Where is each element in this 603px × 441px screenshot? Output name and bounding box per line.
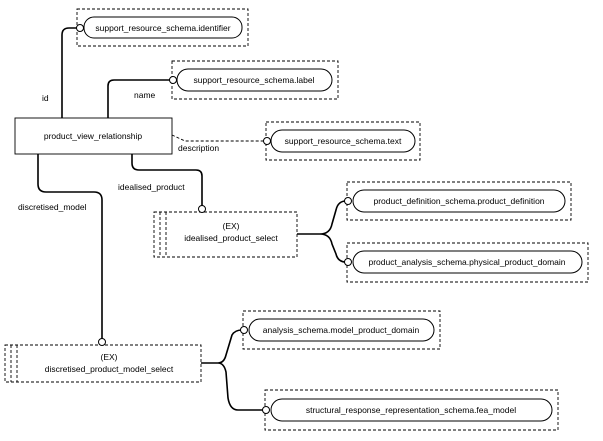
type-box-product-definition[interactable]: product_definition_schema.product_defini… <box>346 181 572 221</box>
role-labels: id name description idealised_product di… <box>18 90 219 212</box>
role-label-name: name <box>134 90 156 100</box>
type-box-identifier[interactable]: support_resource_schema.identifier <box>76 8 249 47</box>
role-label-idealised-product: idealised_product <box>118 182 185 192</box>
type-box-model-product-domain[interactable]: analysis_schema.model_product_domain <box>242 310 441 350</box>
connectors <box>37 27 347 411</box>
role-label-discretised-model: discretised_model <box>18 202 87 212</box>
type-label-text: support_resource_schema.text <box>285 136 402 146</box>
select-tag-idealised: (EX) <box>223 221 240 231</box>
role-label-id: id <box>42 93 49 103</box>
idealised-product-relationship-line <box>131 154 203 206</box>
entity-label: product_view_relationship <box>44 131 143 141</box>
idealised-select-branch-lines <box>297 200 347 263</box>
endpoint-circle-physical-product-domain <box>344 258 352 266</box>
role-label-description: description <box>178 143 219 153</box>
type-box-fea-model[interactable]: structural_response_representation_schem… <box>264 389 559 431</box>
endpoint-circle-discretised-select <box>98 338 106 346</box>
select-box-discretised-model[interactable]: (EX) discretised_product_model_select <box>4 344 202 383</box>
entity-product-view-relationship[interactable]: product_view_relationship <box>14 117 173 155</box>
description-relationship-line <box>171 134 266 142</box>
id-relationship-line <box>61 27 79 118</box>
endpoint-circle-fea-model <box>262 406 270 414</box>
endpoint-circle-label <box>169 76 177 84</box>
type-box-label[interactable]: support_resource_schema.label <box>171 60 339 100</box>
option-label-product-definition: product_definition_schema.product_defini… <box>373 196 544 206</box>
discretised-model-relationship-line <box>37 154 103 339</box>
select-box-idealised-product[interactable]: (EX) idealised_product_select <box>153 211 298 258</box>
option-label-physical-product-domain: product_analysis_schema.physical_product… <box>368 257 565 267</box>
option-label-model-product-domain: analysis_schema.model_product_domain <box>263 325 420 335</box>
endpoint-circle-identifier <box>76 24 84 32</box>
option-label-fea-model: structural_response_representation_schem… <box>306 405 516 415</box>
name-relationship-line <box>107 79 172 118</box>
type-label-identifier: support_resource_schema.identifier <box>95 23 230 33</box>
endpoint-circle-text <box>263 137 271 145</box>
type-label-label: support_resource_schema.label <box>194 75 315 85</box>
endpoint-circle-product-definition <box>344 197 352 205</box>
select-name-discretised: discretised_product_model_select <box>45 364 174 374</box>
endpoint-circle-idealised-select <box>198 205 206 213</box>
endpoint-circle-model-product-domain <box>240 326 248 334</box>
discretised-select-branch-lines <box>201 329 264 411</box>
select-name-idealised: idealised_product_select <box>184 233 278 243</box>
type-box-text[interactable]: support_resource_schema.text <box>265 121 421 161</box>
select-tag-discretised: (EX) <box>101 352 118 362</box>
type-box-physical-product-domain[interactable]: product_analysis_schema.physical_product… <box>346 242 589 283</box>
